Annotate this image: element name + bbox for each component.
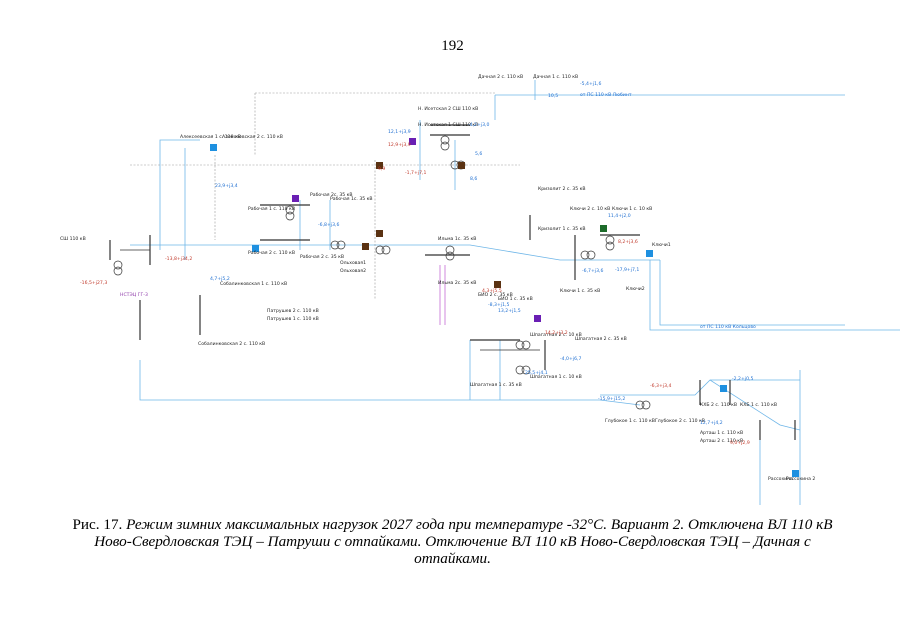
flow-value: 12,1+j3,9 [388,129,411,135]
node-label: Рабочая 2 с. 110 кВ [248,250,295,256]
substation-marker [376,162,383,169]
node-label: Рабочая 1 с. 110 кВ [248,206,295,212]
flow-value: -2,2+j0,5 [732,376,753,382]
node-label: Ильма 1с. 35 кВ [438,236,476,242]
flow-value: -8,3+j1,5 [488,302,509,308]
figure-caption-text: Режим зимних максимальных нагрузок 2027 … [94,516,833,567]
node-label: Рассохина [768,476,793,482]
flow-value: -17,9+j7,1 [615,267,639,273]
node-label: Н. Исетская 2 СШ 110 кВ [418,106,478,112]
flow-value: 10,5 [548,93,558,99]
node-label: от ПС 110 кВ Кольцово [700,324,756,330]
substation-marker [534,315,541,322]
node-label: Шпагатная 2 с. 10 кВ [530,332,582,338]
flow-value: -15,9+j15,2 [598,396,625,402]
node-label: Ольховая1 [340,260,366,266]
substation-marker [292,195,299,202]
flow-value: 13,2+j1,5 [498,308,521,314]
flow-value: -13,8+j34,2 [165,256,192,262]
diagram-labels: Дачная 2 с. 110 кВ Дачная 1 с. 110 кВ от П… [60,74,815,482]
node-label: Н. Исетская 1 СШ 110 кВ [418,122,478,128]
substation-marker [646,250,653,257]
substation-marker [210,144,217,151]
figure-number: Рис. 17. [72,516,123,533]
node-label: Ключи 2 с. 10 кВ [570,206,610,212]
node-label: Кризолит 1 с. 35 кВ [538,226,586,232]
node-label: от ПС 110 кВ Любинт [580,92,632,98]
node-label: Ильма 2с. 35 кВ [438,280,476,286]
network-diagram: Дачная 2 с. 110 кВ Дачная 1 с. 110 кВ от П… [60,74,900,505]
node-label: Рассохина 2 [786,476,815,482]
flow-value: -5,4+j1,6 [580,81,601,87]
node-label: Патрушев 2 с. 110 кВ [267,308,319,314]
node-label: Ключи 1 с. 10 кВ [612,206,652,212]
substation-marker [494,281,501,288]
flow-value: -6,7+j3,6 [582,268,603,274]
flow-value: 8,2+j3,6 [618,239,638,245]
flow-value: -4,2+j3,0 [468,122,489,128]
substation-marker [458,162,465,169]
node-label: Алексеевская 2 с. 110 кВ [222,134,283,140]
substation-marker [376,230,383,237]
substation-marker [409,138,416,145]
substation-marker [600,225,607,232]
page-number: 192 [441,38,464,54]
node-label: Собалинковская 2 с. 110 кВ [198,341,265,347]
node-label: Дачная 1 с. 110 кВ [533,74,578,80]
transmission-lines [130,80,900,505]
node-label: БИО 2 с. 35 кВ [478,292,513,298]
flow-value: 11,4+j2,0 [608,213,631,219]
flow-value: 25,5+j4,1 [525,370,548,376]
node-label: Ключи2 [626,286,645,292]
flow-value: 9,0+j2,9 [730,440,750,446]
transformers [113,135,651,410]
bus-bars [109,124,796,440]
node-label: Глубокое 1 с. 110 кВ [605,418,655,424]
node-label: Ключи 1 с. 35 кВ [560,288,600,294]
node-label: Рабочая 1с. 35 кВ [330,196,373,202]
node-label: Арташ 2 с. 110 кВ [700,438,743,444]
node-label: Дачная 2 с. 110 кВ [478,74,523,80]
flow-value: -4,0+j6,7 [560,356,581,362]
node-label: Алексеевская 1 с. 110 кВ [180,134,241,140]
node-label: Шпагатная 1 с. 35 кВ [470,382,522,388]
flow-value: 4,7+j5,2 [210,276,230,282]
flow-value: 4,3+j5,5 [482,288,502,294]
figure-caption: Рис. 17. Режим зимних максимальных нагру… [60,516,845,567]
auxiliary-lines [130,92,520,300]
flow-value: -16,5+j27,3 [80,280,107,286]
substation-marker [720,385,727,392]
node-label: НСТЭЦ ГГ-3 [120,292,148,298]
flow-value: 9,9 [378,166,385,172]
node-label: Шпагатная 2 с. 35 кВ [575,336,627,342]
node-label: Патрушев 1 с. 110 кВ [267,316,319,322]
node-label: Рабочая 2 с. 35 кВ [300,254,344,260]
node-label: КХБ 1 с. 110 кВ [740,402,777,408]
flow-value: -6,8+j3,6 [318,222,339,228]
node-label: КХБ 2 с. 110 кВ [700,402,737,408]
substation-marker [252,245,259,252]
flow-value: 12,9+j3,9 [388,142,411,148]
flow-value: 12,7+j4,2 [700,420,723,426]
substation-marker [792,470,799,477]
flow-value: 8,6 [470,176,477,182]
flow-value: 23,9+j3,4 [215,183,238,189]
diagram-values: -5,4+j1,6 -16,5+j27,3 10,5 23,9+j3,4 -13,8+j… [80,81,753,446]
node-label: Арташ 1 с. 110 кВ [700,430,743,436]
flow-value: 14,2+j3,2 [545,330,568,336]
flow-value: 5,6 [475,151,482,157]
node-label: Собалинковская 1 с. 110 кВ [220,281,287,287]
substation-marker [362,243,369,250]
node-label: Рабочая 2с. 35 кВ [310,192,353,198]
node-label: Ключи1 [652,242,671,248]
flow-value: -6,3+j3,4 [650,383,671,389]
node-label: Глубокое 2 с. 110 кВ [655,418,705,424]
node-label: Шпагатная 1 с. 10 кВ [530,374,582,380]
substation-markers [210,138,799,477]
node-label: Ольховая2 [340,268,366,274]
node-label: Кризолит 2 с. 35 кВ [538,186,586,192]
flow-value: -1,7+j7,1 [405,170,426,176]
node-label: БИО 1 с. 35 кВ [498,296,533,302]
node-label: СШ 110 кВ [60,236,86,242]
